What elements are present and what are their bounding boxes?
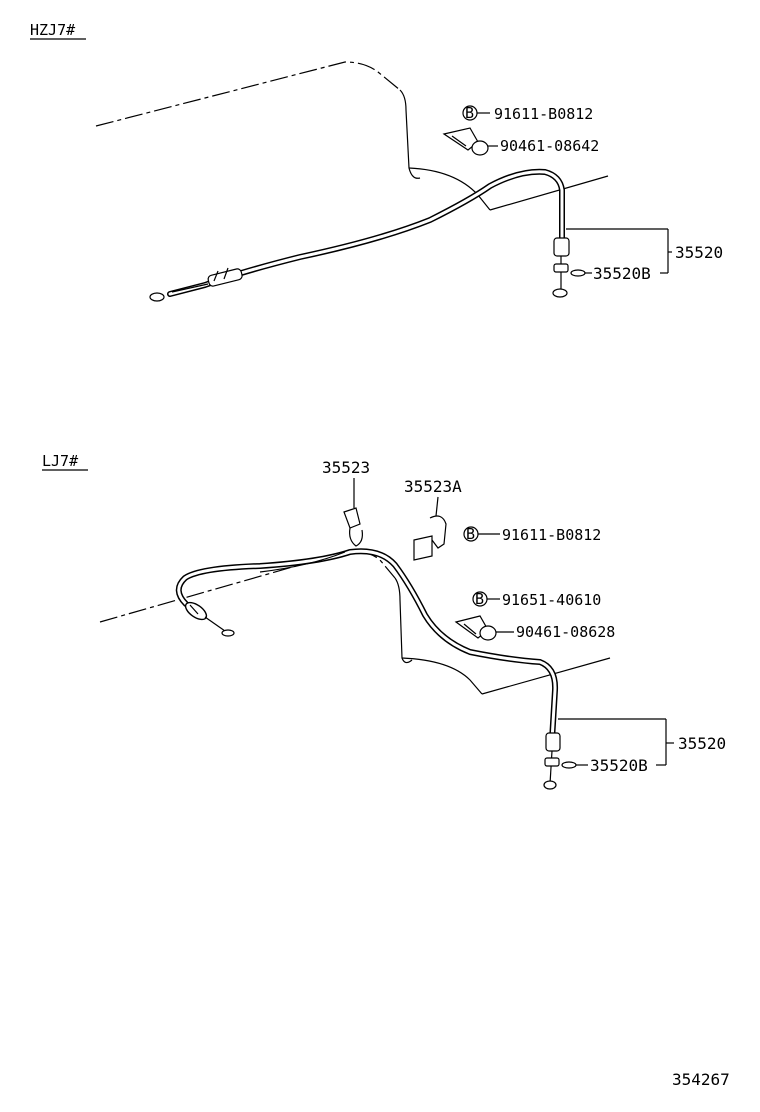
bolt-circle-letter: B <box>466 525 475 543</box>
cable-end-right <box>543 780 557 790</box>
cable-end-right <box>552 288 568 298</box>
parking-brake-cable-inner <box>168 170 564 296</box>
part-number-clip: 35520B <box>593 264 651 283</box>
cable-rod-right <box>549 750 553 785</box>
cable-end-fitting-right <box>553 237 570 257</box>
part-number-clamp: 90461-08628 <box>516 623 615 641</box>
body-outline-edge <box>399 89 421 179</box>
bolt-circle-letter: B <box>465 104 474 122</box>
clamp-35523-icon <box>343 507 363 547</box>
part-number-clip: 35520B <box>590 756 648 775</box>
part-number-cable-assy: 35520 <box>678 734 726 753</box>
cable-collar <box>553 263 569 273</box>
fitting-ring <box>223 267 229 280</box>
part-number-bolt: 91611-B0812 <box>502 526 601 544</box>
clamp-icon <box>442 127 489 156</box>
fitting-ring <box>213 270 219 282</box>
body-outline-edge <box>394 577 413 664</box>
model-label-lj7: LJ7# <box>42 452 78 470</box>
model-label-hzj7: HZJ7# <box>30 21 75 39</box>
part-number-bolt: 91611-B0812 <box>494 105 593 123</box>
floor-line <box>489 175 609 211</box>
leader-line <box>435 496 439 517</box>
section-hzj7: HZJ7# B 91611-B0812 90461-086 <box>30 21 723 302</box>
part-number-bolt2: 91651-40610 <box>502 591 601 609</box>
part-number-clamp: 90461-08642 <box>500 137 599 155</box>
body-outline <box>99 550 396 623</box>
section-lj7: LJ7# 35523 35523A <box>42 452 726 790</box>
cable-collar <box>544 757 560 767</box>
body-curve <box>401 657 483 695</box>
part-number-cable-assy: 35520 <box>675 243 723 262</box>
part-number-clamp-b: 35523A <box>404 477 462 496</box>
clamp-icon <box>454 615 497 641</box>
fitting-ring <box>189 604 199 615</box>
cable-end-fitting-right <box>545 732 561 752</box>
floor-line <box>481 657 611 695</box>
cable-end-left <box>221 629 235 637</box>
body-curve <box>408 167 491 211</box>
body-outline <box>95 61 401 127</box>
cable-end-left <box>149 292 165 302</box>
cable-rod-left <box>171 283 209 293</box>
clamp-35523a-icon <box>413 515 447 561</box>
clip-icon <box>570 269 586 277</box>
bolt2-circle-letter: B <box>475 590 484 608</box>
parking-brake-cable <box>175 548 559 743</box>
parking-brake-cable-inner <box>177 549 557 742</box>
cable-rod-left <box>204 616 226 632</box>
cable-sheath-line <box>259 551 346 573</box>
clip-icon <box>561 761 577 769</box>
diagram-number: 354267 <box>672 1070 730 1089</box>
part-number-clamp-a: 35523 <box>322 458 370 477</box>
